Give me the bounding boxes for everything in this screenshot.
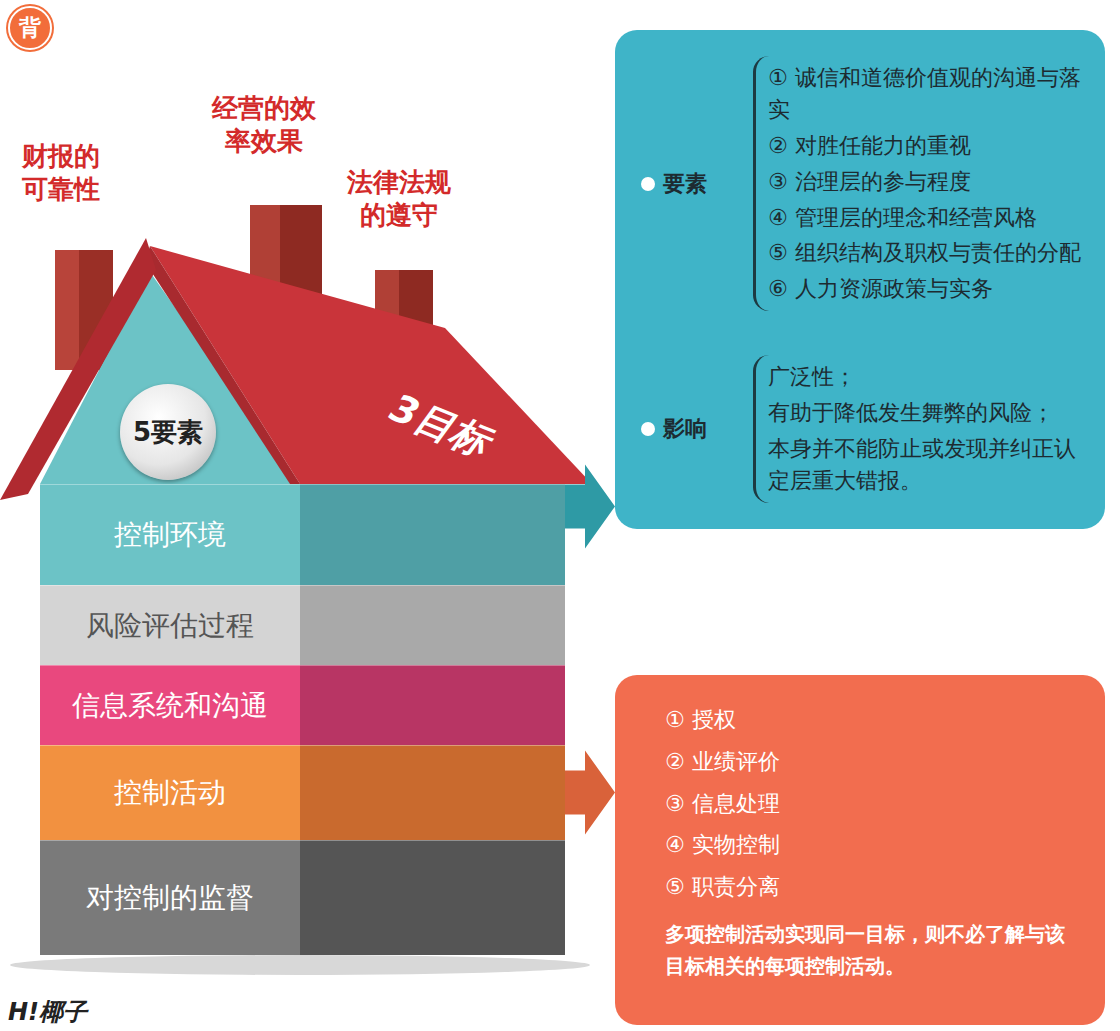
list-item: 广泛性； (768, 361, 1085, 393)
list-item: ④ 实物控制 (665, 824, 1075, 866)
bullet-dot (641, 177, 655, 191)
brand-logo: H!椰子 (8, 996, 87, 1028)
bullet-dot (641, 422, 655, 436)
block-arrow (565, 751, 615, 835)
brace-list: 广泛性； 有助于降低发生舞弊的风险； 本身并不能防止或发现并纠正认定层重大错报。 (753, 355, 1085, 503)
layer-band: 控制活动 (40, 745, 565, 840)
goal-label: 财报的可靠性 (20, 140, 102, 205)
brace-list: ① 诚信和道德价值观的沟通与落实 ② 对胜任能力的重视 ③ 治理层的参与程度 ④ 管理… (753, 56, 1085, 311)
layer-band: 控制环境 (40, 484, 565, 585)
group-heading: 影响 (663, 414, 707, 444)
layer-name: 控制环境 (40, 518, 300, 552)
group-heading: 要素 (663, 169, 707, 199)
list-item: ③ 治理层的参与程度 (768, 166, 1085, 198)
list-item: ① 授权 (665, 699, 1075, 741)
roof-label: 3目标 (355, 367, 526, 483)
goal-label: 法律法规的遵守 (345, 166, 453, 231)
info-panel: ① 授权② 业绩评价③ 信息处理④ 实物控制⑤ 职责分离多项控制活动实现同一目标… (615, 675, 1105, 1025)
list-item: ⑤ 组织结构及职权与责任的分配 (768, 237, 1085, 269)
layer-name: 控制活动 (40, 776, 300, 810)
list-item: 有助于降低发生舞弊的风险； (768, 397, 1085, 429)
panel-group: 要素 ① 诚信和道德价值观的沟通与落实 ② 对胜任能力的重视 ③ 治理层的参与程度 ④ … (641, 56, 1085, 311)
panel-note: 多项控制活动实现同一目标，则不必了解与该目标相关的每项控制活动。 (665, 918, 1075, 982)
list-item: ⑤ 职责分离 (665, 866, 1075, 908)
roof-text: 3目标 (383, 382, 497, 468)
layer-band: 信息系统和沟通 (40, 665, 565, 745)
ground-shadow (10, 955, 590, 975)
layer-band: 风险评估过程 (40, 585, 565, 665)
group-head: 影响 (641, 414, 753, 444)
circle-text: 5要素 (133, 415, 203, 450)
panel-group: 影响 广泛性； 有助于降低发生舞弊的风险； 本身并不能防止或发现并纠正认定层重大错报。 (641, 355, 1085, 503)
block-arrow (565, 464, 615, 548)
corner-badge: 背 (8, 6, 52, 50)
chimney-face (55, 250, 79, 370)
element-circle: 5要素 (120, 384, 216, 480)
list-item: 本身并不能防止或发现并纠正认定层重大错报。 (768, 433, 1085, 497)
info-panel: 要素 ① 诚信和道德价值观的沟通与落实 ② 对胜任能力的重视 ③ 治理层的参与程度 ④ … (615, 30, 1105, 529)
layer-name: 风险评估过程 (40, 609, 300, 643)
layer-name: 信息系统和沟通 (40, 689, 300, 723)
list-item: ⑥ 人力资源政策与实务 (768, 273, 1085, 305)
layer-name: 对控制的监督 (40, 881, 300, 915)
list-item: ④ 管理层的理念和经营风格 (768, 202, 1085, 234)
group-head: 要素 (641, 169, 753, 199)
list-item: ② 业绩评价 (665, 741, 1075, 783)
goal-label: 经营的效率效果 (210, 92, 318, 157)
list-item: ③ 信息处理 (665, 783, 1075, 825)
list-item: ② 对胜任能力的重视 (768, 130, 1085, 162)
layer-band: 对控制的监督 (40, 840, 565, 955)
list-item: ① 诚信和道德价值观的沟通与落实 (768, 62, 1085, 126)
